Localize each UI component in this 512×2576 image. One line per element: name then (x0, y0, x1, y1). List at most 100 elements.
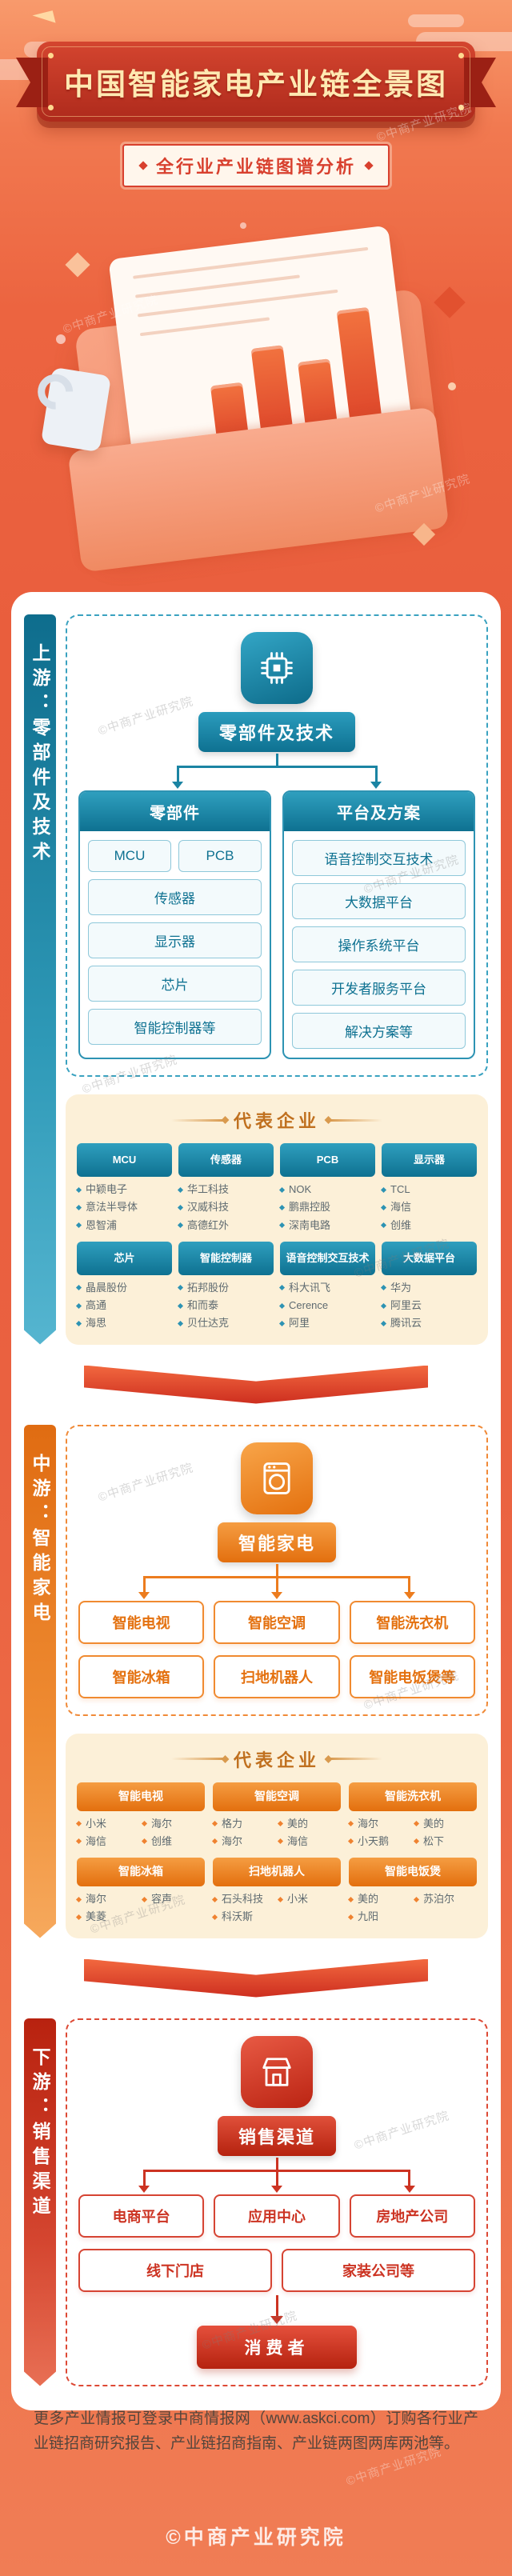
company-item: 阿里云 (380, 1299, 477, 1312)
company-group: 智能电视 小米 海尔 海信 创维 (75, 1782, 205, 1849)
company-item: 小米 (277, 1893, 341, 1906)
company-item: 晶晨股份 (75, 1282, 172, 1294)
down-arrow-divider (84, 1365, 428, 1404)
company-group: 智能洗衣机 海尔 美的 小天鹅 松下 (347, 1782, 477, 1849)
company-item: 海信 (277, 1835, 341, 1848)
company-item: 海信 (75, 1835, 139, 1848)
upstream-connector (78, 754, 475, 790)
company-item: 意法半导体 (75, 1201, 172, 1214)
company-item: 中颖电子 (75, 1183, 172, 1196)
channel-box: 线下门店 (78, 2248, 272, 2292)
company-item: 海尔 (141, 1818, 205, 1830)
platform-item: 操作系统平台 (292, 926, 466, 962)
subtitle-ornament (138, 161, 148, 170)
company-group: 智能冰箱 海尔 容声 美菱 (75, 1858, 205, 1924)
section-downstream: 下游：销售渠道 (24, 2018, 488, 2386)
company-category: MCU (77, 1143, 172, 1177)
channel-box: 电商平台 (78, 2194, 205, 2238)
title-flourish (330, 1758, 382, 1760)
midstream-companies-box: 代表企业 智能电视 小米 海尔 海信 创维 (66, 1733, 488, 1938)
company-item: 贝仕达克 (177, 1317, 274, 1330)
product-box: 智能电视 (78, 1600, 205, 1644)
company-item: 容声 (141, 1893, 205, 1906)
company-item: 松下 (413, 1835, 477, 1848)
cloud-decoration (408, 14, 464, 27)
midstream-root-label: 智能家电 (217, 1522, 336, 1562)
downstream-connector (78, 2157, 475, 2194)
company-item: 华工科技 (177, 1183, 274, 1196)
pennant-decoration (32, 10, 56, 28)
component-item: 显示器 (88, 922, 262, 958)
platform-item: 开发者服务平台 (292, 970, 466, 1006)
company-category: PCB (280, 1143, 375, 1177)
company-item: NOK (278, 1183, 375, 1196)
company-item: 科沃斯 (211, 1910, 275, 1923)
group-components: 零部件 MCU PCB 传感器 显示器 芯片 智能控制器等 (78, 790, 271, 1059)
illustration-scroll (40, 366, 112, 453)
company-item: 美的 (277, 1818, 341, 1830)
downstream-diagram: 销售渠道 电商平台 应用中心 房地产公司 线下门店 家装公司等 (66, 2018, 488, 2386)
company-item: TCL (380, 1183, 477, 1196)
content-panel: 上游：零部件及技术 (11, 592, 501, 2410)
banner-dot (48, 105, 54, 110)
company-item: 华为 (380, 1282, 477, 1294)
downstream-side-label: 下游：销售渠道 (30, 2046, 50, 2221)
company-group: 扫地机器人 石头科技 小米 科沃斯 (211, 1858, 341, 1924)
platform-item: 解决方案等 (292, 1013, 466, 1049)
company-item: 恩智浦 (75, 1219, 172, 1232)
group-platforms-title: 平台及方案 (284, 792, 474, 831)
banner-frame (42, 46, 470, 117)
subtitle-box: 全行业产业链图谱分析 (122, 144, 390, 187)
company-category: 智能冰箱 (77, 1858, 205, 1886)
channel-box: 应用中心 (214, 2194, 340, 2238)
cube-decoration (65, 252, 90, 278)
company-item: 科大讯飞 (278, 1282, 375, 1294)
page-subtitle: 全行业产业链图谱分析 (155, 157, 357, 177)
product-box: 智能空调 (214, 1600, 340, 1644)
dot-decoration (448, 382, 456, 390)
upstream-side-label: 上游：零部件及技术 (30, 643, 50, 866)
title-flourish (330, 1118, 382, 1122)
company-item: 九阳 (347, 1910, 411, 1923)
company-item: 石头科技 (211, 1893, 275, 1906)
footer-note: 更多产业情报可登录中商情报网（www.askci.com）订购各行业产业链招商研… (34, 2410, 478, 2453)
product-box: 智能冰箱 (78, 1654, 205, 1698)
company-category: 语音控制交互技术 (280, 1241, 375, 1275)
component-item: MCU (88, 840, 171, 872)
midstream-diagram: 智能家电 智能电视 智能空调 智能洗衣机 智能冰箱 扫地机器人 智能电饭煲等 (66, 1424, 488, 1716)
dot-decoration (56, 334, 66, 344)
companies-title: 代表企业 (233, 1750, 320, 1770)
companies-title: 代表企业 (233, 1111, 320, 1131)
title-banner: 中国智能家电产业链全景图 (37, 42, 475, 122)
downstream-side-bar: 下游：销售渠道 (24, 2018, 56, 2386)
product-box: 智能洗衣机 (349, 1600, 475, 1644)
company-item: 小米 (75, 1818, 139, 1830)
platform-item: 大数据平台 (292, 883, 466, 919)
down-arrow-divider (84, 1958, 428, 1998)
company-item: 海尔 (211, 1835, 275, 1848)
header-illustration (0, 214, 512, 590)
illustration-bar (250, 345, 294, 438)
company-item: 创维 (380, 1219, 477, 1232)
company-item: Cerence (278, 1299, 375, 1312)
company-category: 智能控制器 (178, 1241, 274, 1275)
company-group: 芯片 晶晨股份 高通 海思 (75, 1241, 172, 1330)
downstream-root-label: 销售渠道 (217, 2115, 336, 2156)
company-item: 鹏鼎控股 (278, 1201, 375, 1214)
company-group: 传感器 华工科技 汉威科技 高德红外 (177, 1143, 274, 1232)
company-group: PCB NOK 鹏鼎控股 深南电路 (278, 1143, 375, 1232)
banner-dot (458, 105, 464, 110)
component-item: PCB (178, 840, 262, 872)
dot-decoration (240, 222, 246, 229)
company-item: 美菱 (75, 1910, 139, 1923)
upstream-diagram: 零部件及技术 零部件 MCU PCB (66, 614, 488, 1077)
company-group: 智能电饭煲 美的 苏泊尔 九阳 (347, 1858, 477, 1924)
group-platforms: 平台及方案 语音控制交互技术 大数据平台 操作系统平台 开发者服务平台 解决方案… (282, 790, 475, 1059)
company-item: 苏泊尔 (413, 1893, 477, 1906)
company-category: 大数据平台 (382, 1241, 477, 1275)
component-item: 智能控制器等 (88, 1009, 262, 1045)
company-group: 大数据平台 华为 阿里云 腾讯云 (380, 1241, 477, 1330)
midstream-connector (78, 1563, 475, 1601)
company-item: 海思 (75, 1317, 172, 1330)
